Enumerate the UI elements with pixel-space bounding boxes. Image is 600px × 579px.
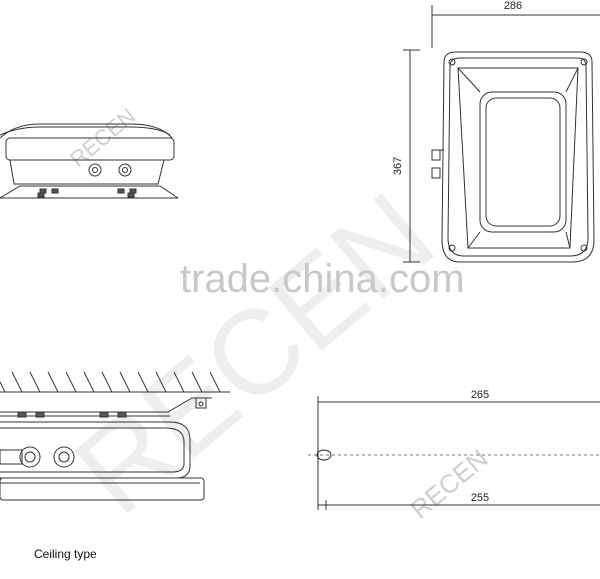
- ceiling-hatching: [0, 371, 221, 393]
- dimension-length-inner: 255: [471, 492, 489, 504]
- watermark-site: trade.china.com: [180, 257, 465, 301]
- watermark-layer: RECEN RECEN RECEN trade.china.com: [51, 103, 494, 540]
- dimension-width-top: 286: [504, 0, 522, 12]
- ceiling-mount-view: [0, 371, 230, 501]
- plan-view: [403, 5, 600, 263]
- side-elevation-view: [0, 123, 179, 199]
- watermark-brand-large: RECEN: [51, 167, 459, 540]
- caption-ceiling-type: Ceiling type: [34, 547, 97, 561]
- dimension-length-outer: 265: [471, 389, 489, 401]
- dimension-height-side: 367: [392, 157, 404, 175]
- length-dimension-view: [308, 396, 600, 510]
